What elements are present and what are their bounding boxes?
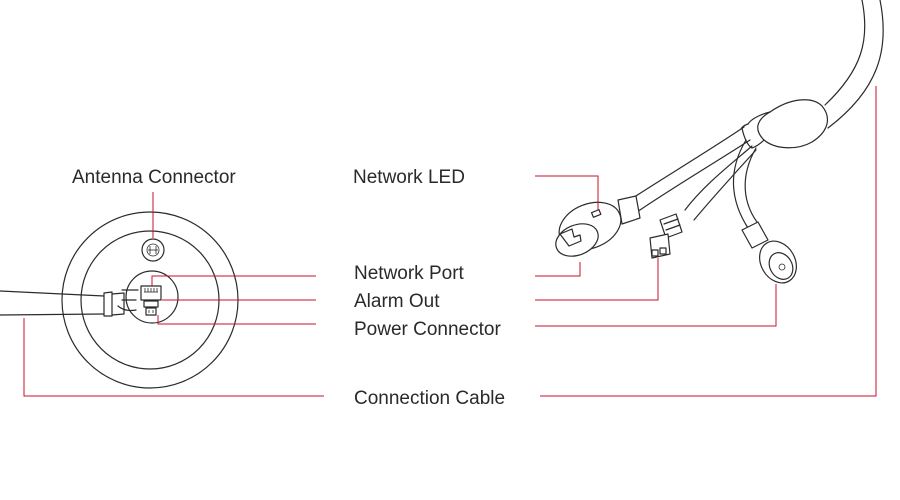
label-connection-cable: Connection Cable [354, 388, 505, 409]
power-connector-barrel [741, 221, 797, 284]
network-port-jack [140, 285, 162, 301]
label-antenna-connector: Antenna Connector [72, 167, 236, 188]
antenna-connector-part [141, 238, 165, 262]
label-alarm-out: Alarm Out [354, 291, 440, 312]
leader-network-port-left [151, 275, 316, 286]
leader-network-led [535, 175, 599, 210]
callout-labels: Antenna Connector Network LED Network Po… [72, 167, 505, 409]
leader-power-connector-right [535, 284, 777, 327]
leader-power-connector-left [157, 315, 316, 325]
leader-lines [23, 86, 877, 397]
label-network-port: Network Port [354, 263, 465, 284]
cable-harness [555, 0, 884, 284]
leader-network-port-right [535, 262, 581, 277]
cable-left [0, 290, 125, 317]
network-port-coupler [555, 195, 641, 257]
leader-alarm-out-right [535, 258, 659, 301]
alarm-out-connector [649, 213, 683, 259]
label-power-connector: Power Connector [354, 319, 501, 340]
leader-connection-cable-right [540, 86, 877, 397]
label-network-led: Network LED [353, 167, 465, 188]
leader-connection-cable-left [23, 318, 324, 397]
cable-splitter-boot [757, 99, 829, 149]
network-led-indicator [590, 209, 602, 218]
power-connector-small [145, 307, 157, 316]
main-cable [824, 0, 866, 106]
alarm-out-terminal [143, 300, 159, 308]
port-cluster [117, 270, 179, 324]
